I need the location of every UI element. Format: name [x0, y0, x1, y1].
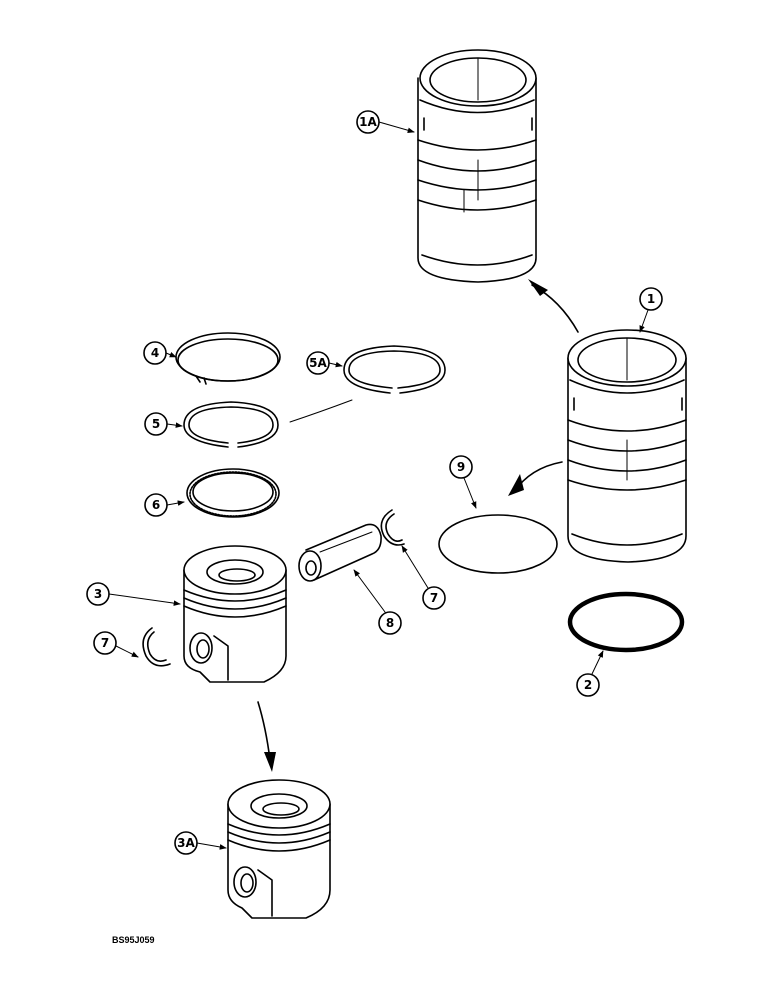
- seal-ring-9: [438, 514, 558, 574]
- oil-ring-6: [186, 468, 280, 518]
- callout-1: 1: [639, 287, 663, 333]
- svg-text:2: 2: [584, 678, 592, 692]
- cylinder-sleeve-1: [567, 329, 687, 563]
- piston-ring-4: [175, 332, 281, 385]
- svg-text:6: 6: [152, 498, 160, 512]
- piston-ring-5: [183, 401, 279, 448]
- svg-text:7: 7: [430, 591, 438, 605]
- svg-text:7: 7: [101, 636, 109, 650]
- callout-1a: 1A: [356, 110, 415, 134]
- callout-5a: 5A: [306, 351, 343, 375]
- svg-text:1A: 1A: [359, 115, 377, 129]
- cylinder-sleeve-1a: [417, 49, 537, 283]
- callout-3a: 3A: [174, 831, 227, 855]
- snap-ring-7-right: [380, 509, 405, 546]
- callout-8: 8: [353, 569, 402, 635]
- callout-6: 6: [144, 493, 185, 517]
- piston-pin-8: [298, 523, 382, 582]
- callout-5: 5: [144, 412, 183, 436]
- piston-ring-5a: [343, 345, 446, 394]
- snap-ring-7-left: [142, 627, 171, 667]
- o-ring-2: [567, 591, 685, 653]
- arrow-head-2: [508, 474, 524, 496]
- callout-4: 4: [143, 341, 177, 365]
- svg-text:9: 9: [457, 460, 465, 474]
- svg-text:3: 3: [94, 587, 102, 601]
- piston-3: [183, 545, 287, 683]
- arrow-head: [528, 279, 548, 296]
- callout-9: 9: [449, 455, 477, 509]
- callout-7-right: 7: [401, 545, 446, 610]
- flow-arrow-piston: [257, 701, 271, 761]
- svg-text:3A: 3A: [177, 836, 195, 850]
- svg-text:5: 5: [152, 417, 160, 431]
- callout-7-left: 7: [93, 631, 139, 658]
- drawing-code: BS95J059: [112, 935, 155, 945]
- arrow-head-3: [264, 752, 276, 772]
- piston-3a: [227, 779, 331, 919]
- svg-text:1: 1: [647, 292, 655, 306]
- callout-2: 2: [576, 650, 604, 697]
- svg-text:8: 8: [386, 616, 394, 630]
- svg-text:4: 4: [151, 346, 159, 360]
- svg-text:5A: 5A: [309, 356, 327, 370]
- callout-3: 3: [86, 582, 181, 606]
- connector-line-5-5a: [289, 399, 353, 423]
